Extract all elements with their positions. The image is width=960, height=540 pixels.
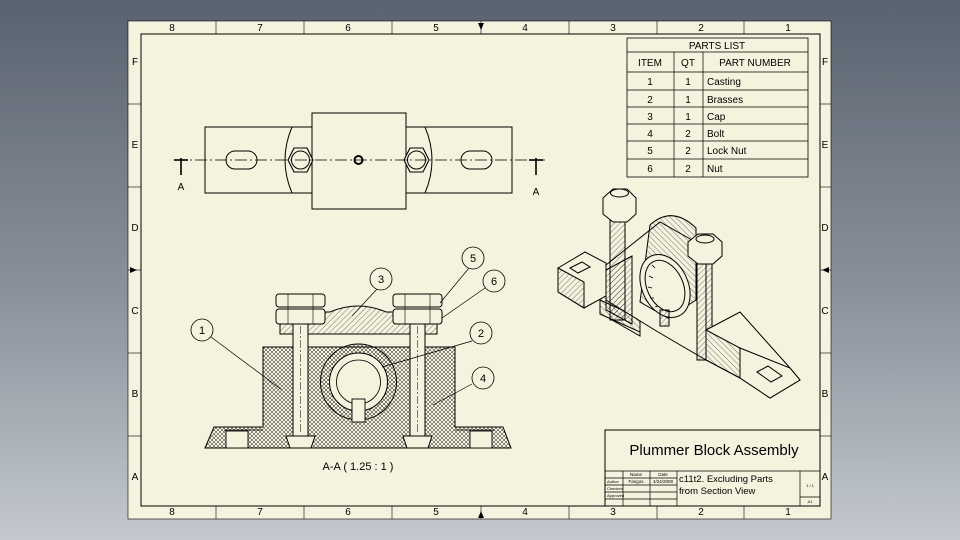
sheet-number: 1 / 1 xyxy=(806,483,815,488)
svg-text:6: 6 xyxy=(491,276,497,288)
balloon-2: 2 xyxy=(469,321,493,345)
zone-column-label: 8 xyxy=(169,23,175,34)
checked-label: Checked xyxy=(607,486,623,491)
zone-row-label: B xyxy=(132,389,139,400)
parts-list-item: 5 xyxy=(647,146,653,157)
balloon-1: 1 xyxy=(190,318,214,342)
parts-list-part-number: Brasses xyxy=(707,95,743,106)
centering-marks xyxy=(130,23,829,518)
balloon-leaders xyxy=(210,267,486,406)
parts-list-item: 6 xyxy=(647,164,653,175)
balloons: 1 2 3 4 5 6 xyxy=(190,246,506,390)
parts-list-part-number: Casting xyxy=(707,77,741,88)
zone-column-label: 4 xyxy=(522,23,528,34)
parts-list-qty: 2 xyxy=(685,164,691,175)
parts-list-qty: 1 xyxy=(685,95,691,106)
zone-row-label: B xyxy=(822,389,829,400)
zone-column-label: 1 xyxy=(785,507,791,518)
parts-list-item: 4 xyxy=(647,129,653,140)
author-label: Author xyxy=(607,479,619,484)
svg-text:5: 5 xyxy=(470,253,476,265)
parts-list-header-item: ITEM xyxy=(638,58,662,69)
parts-list-qty: 2 xyxy=(685,129,691,140)
author-date: 4/24/2008 xyxy=(653,479,674,484)
name-header: Name xyxy=(630,472,643,477)
zone-row-label: F xyxy=(132,57,138,68)
zone-row-label: F xyxy=(822,57,828,68)
revision: A1 xyxy=(808,499,814,504)
parts-list-item: 2 xyxy=(647,95,653,106)
zone-column-label: 7 xyxy=(257,23,263,34)
zone-column-label: 8 xyxy=(169,507,175,518)
parts-list-header-qty: QT xyxy=(681,58,695,69)
zone-column-label: 2 xyxy=(698,23,704,34)
approved-label: Approved xyxy=(607,493,624,498)
parts-list-part-number: Cap xyxy=(707,112,726,123)
isometric-view xyxy=(557,188,801,399)
section-mark-left: A xyxy=(178,182,185,193)
zone-column-label: 6 xyxy=(345,507,351,518)
section-mark-right: A xyxy=(533,187,540,198)
parts-list-qty: 2 xyxy=(685,146,691,157)
parts-list-item: 3 xyxy=(647,112,653,123)
description-line-2: from Section View xyxy=(679,486,756,497)
zone-row-label: A xyxy=(822,472,829,483)
balloon-4: 4 xyxy=(471,366,495,390)
parts-list: PARTS LIST ITEM QT PART NUMBER 1 1 Casting… xyxy=(626,37,809,178)
parts-list-part-number: Lock Nut xyxy=(707,146,747,157)
section-view xyxy=(204,293,512,449)
author-name: Fangos xyxy=(628,479,644,484)
zone-row-label: A xyxy=(132,472,139,483)
zone-row-label: C xyxy=(821,306,828,317)
parts-list-part-number: Bolt xyxy=(707,129,724,140)
zone-row-label: D xyxy=(131,223,138,234)
svg-text:1: 1 xyxy=(199,325,205,337)
zone-column-label: 7 xyxy=(257,507,263,518)
zone-row-label: E xyxy=(822,140,829,151)
parts-list-qty: 1 xyxy=(685,77,691,88)
top-view xyxy=(174,112,545,210)
zone-column-label: 6 xyxy=(345,23,351,34)
zone-column-label: 3 xyxy=(610,507,616,518)
parts-list-qty: 1 xyxy=(685,112,691,123)
zone-column-label: 4 xyxy=(522,507,528,518)
zone-column-label: 5 xyxy=(433,23,439,34)
parts-list-header-part: PART NUMBER xyxy=(719,58,791,69)
balloon-6: 6 xyxy=(482,269,506,293)
svg-text:2: 2 xyxy=(478,328,484,340)
balloon-5: 5 xyxy=(461,246,485,270)
svg-text:3: 3 xyxy=(378,274,384,286)
title-block: Plummer Block Assembly Name Date Author … xyxy=(604,429,821,507)
zone-column-label: 1 xyxy=(785,23,791,34)
drawing-title: Plummer Block Assembly xyxy=(629,442,799,459)
zone-row-label: C xyxy=(131,306,138,317)
parts-list-part-number: Nut xyxy=(707,164,723,175)
zone-column-label: 2 xyxy=(698,507,704,518)
zone-row-label: D xyxy=(821,223,828,234)
zone-row-label: E xyxy=(132,140,139,151)
date-header: Date xyxy=(658,472,668,477)
parts-list-item: 1 xyxy=(647,77,653,88)
svg-text:4: 4 xyxy=(480,373,486,385)
description-line-1: c11t2. Excluding Parts xyxy=(679,474,773,485)
parts-list-title: PARTS LIST xyxy=(689,41,745,52)
balloon-3: 3 xyxy=(369,267,393,291)
zone-column-label: 3 xyxy=(610,23,616,34)
section-caption: A-A ( 1.25 : 1 ) xyxy=(323,461,394,473)
zone-column-label: 5 xyxy=(433,507,439,518)
